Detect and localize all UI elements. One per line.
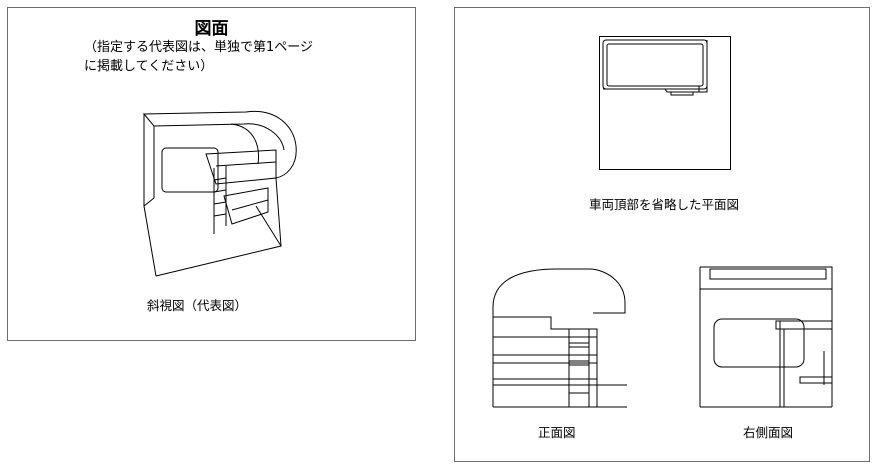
right-side-view-figure (700, 267, 834, 407)
note-line-1: （指定する代表図は、単独で第1ページ (84, 40, 314, 55)
front-view-caption: 正面図 (538, 425, 576, 440)
plan-view-figure (599, 36, 731, 170)
orthographic-views-panel: 車両頂部を省略した平面図 正面図 右側面図 (454, 7, 870, 462)
plan-view-caption: 車両頂部を省略した平面図 (589, 197, 740, 212)
note-line-2: に掲載してください） (84, 59, 214, 74)
drawing-title: 図面 (194, 19, 229, 39)
perspective-view-figure (136, 106, 306, 272)
right-side-view-caption: 右側面図 (743, 425, 794, 440)
perspective-view-caption: 斜視図（代表図） (147, 298, 248, 313)
representative-figure-panel: 図面 （指定する代表図は、単独で第1ページ に掲載してください） 斜視図（代表図… (7, 7, 416, 341)
front-view-figure (493, 267, 627, 407)
